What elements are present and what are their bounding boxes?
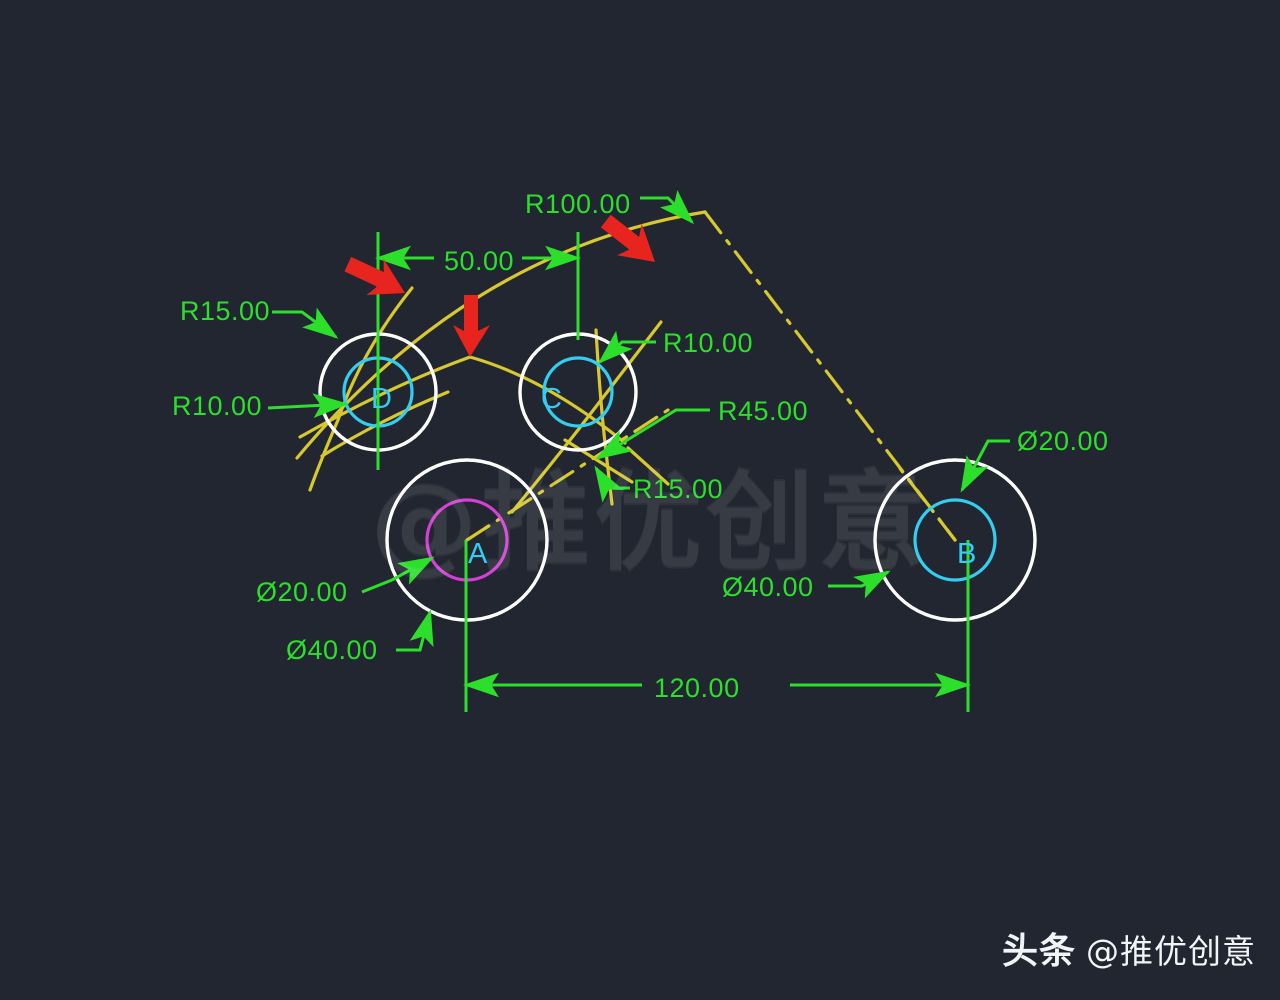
circle-identifier-layer: A B C D bbox=[371, 383, 976, 570]
leader-r15-top-left bbox=[272, 307, 339, 339]
leader-dia20-right bbox=[960, 439, 1010, 493]
dim-label-r15-top-left: R15.00 bbox=[180, 296, 270, 326]
leader-dia20-left bbox=[361, 556, 435, 594]
dim-label-dia40-right: Ø40.00 bbox=[722, 572, 814, 602]
red-arrow-upper-right-icon bbox=[600, 214, 655, 262]
circle-c-outer bbox=[518, 332, 638, 452]
brand-handle-label: @推优创意 bbox=[1086, 932, 1256, 971]
dimension-text-layer: R15.00 R10.00 50.00 R100.00 R10.00 R45.0… bbox=[172, 189, 1109, 703]
circle-label-c: C bbox=[541, 383, 562, 415]
r45-tangent-arc bbox=[563, 438, 634, 484]
c-down-arc bbox=[594, 328, 614, 506]
circle-label-b: B bbox=[957, 538, 976, 570]
red-arrow-vertical-icon bbox=[453, 295, 490, 357]
dim-label-50: 50.00 bbox=[444, 246, 514, 276]
circle-b-bore bbox=[913, 498, 997, 582]
leader-r45 bbox=[595, 408, 710, 460]
brand-logo: 头条 @推优创意 bbox=[1002, 922, 1256, 974]
leader-r100 bbox=[640, 189, 695, 225]
leader-dia40-left bbox=[396, 609, 434, 652]
dim-label-r100: R100.00 bbox=[525, 189, 631, 219]
circle-c-bore bbox=[542, 356, 614, 428]
red-annotation-arrows bbox=[344, 214, 655, 357]
leader-r10-near-c bbox=[597, 330, 656, 365]
dim-label-dia20-left: Ø20.00 bbox=[256, 577, 348, 607]
centerline-top-to-b bbox=[703, 210, 957, 542]
dimension-lines bbox=[267, 189, 1010, 712]
circle-label-a: A bbox=[468, 538, 488, 570]
centerline-b-inner bbox=[896, 464, 957, 542]
dim-label-r10-left: R10.00 bbox=[172, 391, 262, 421]
dim-label-r15-middle: R15.00 bbox=[633, 474, 723, 504]
leader-dia40-right bbox=[828, 570, 891, 599]
brand-main-label: 头条 bbox=[1001, 931, 1076, 972]
circle-b-outer bbox=[873, 458, 1037, 622]
dim-label-120: 120.00 bbox=[654, 673, 740, 703]
dim-label-r45: R45.00 bbox=[718, 396, 808, 426]
dim-label-dia40-left: Ø40.00 bbox=[286, 635, 378, 665]
red-arrow-upper-left-icon bbox=[344, 256, 405, 295]
circle-label-d: D bbox=[371, 383, 392, 415]
leader-r15-middle bbox=[594, 465, 630, 503]
d-lower-arc bbox=[320, 390, 450, 458]
dim-label-dia20-right: Ø20.00 bbox=[1017, 426, 1109, 456]
c-cross-arc bbox=[510, 320, 663, 514]
dim-label-r10-near-c: R10.00 bbox=[663, 328, 753, 358]
leader-r10-left bbox=[267, 393, 349, 418]
